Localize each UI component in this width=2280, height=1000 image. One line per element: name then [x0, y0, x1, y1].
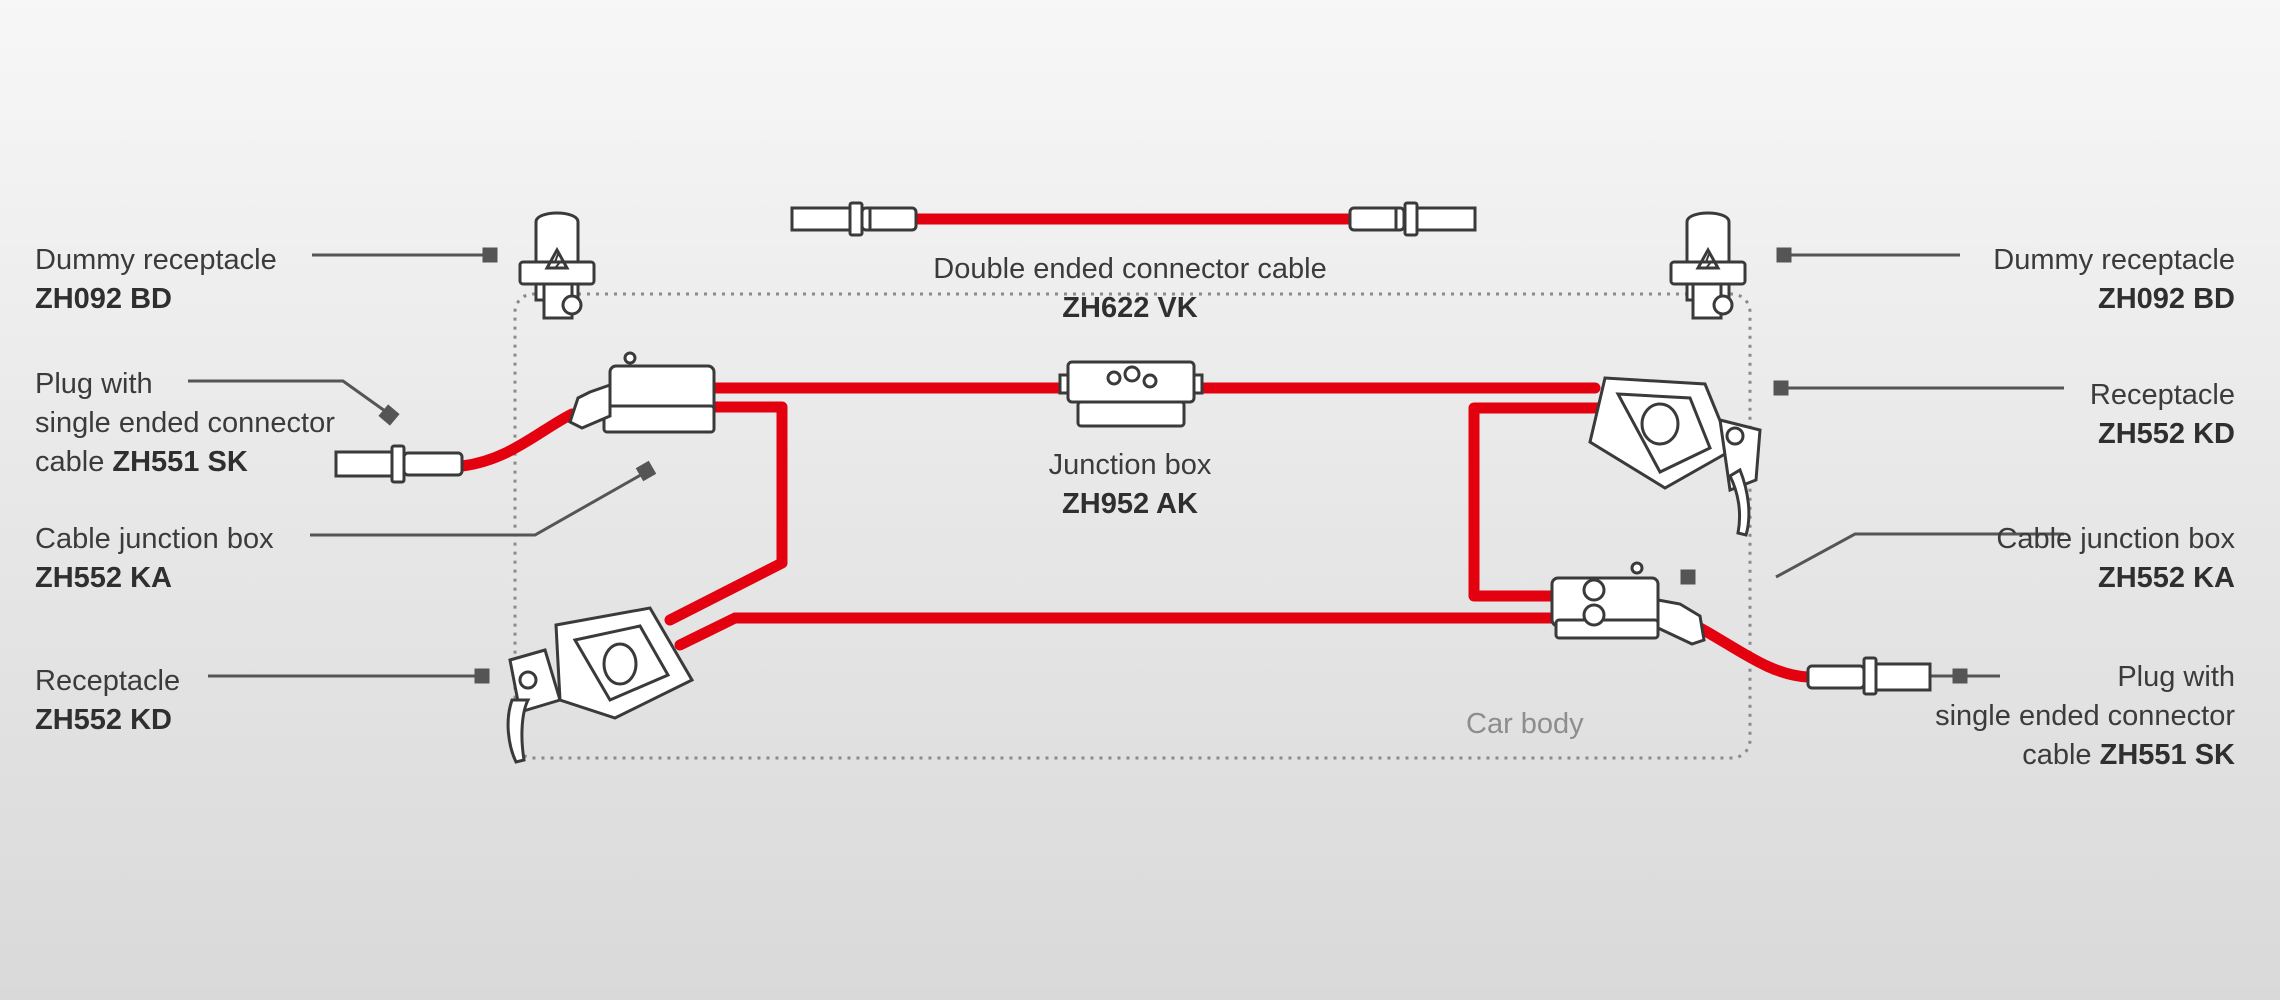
label-cable-junction-box-left: Cable junction box ZH552 KA — [35, 520, 274, 598]
label-line3: cable ZH551 SK — [35, 443, 335, 482]
cable-left-plug-to-jb — [456, 408, 578, 472]
label-car-body: Car body — [1466, 708, 1584, 740]
label-line2: single ended connector — [1935, 700, 2235, 732]
label-name: Receptacle — [2089, 379, 2235, 411]
label-name: Dummy receptacle — [35, 244, 277, 276]
label-name: Double ended connector cable — [933, 253, 1327, 285]
label-line3-prefix: cable — [35, 446, 113, 478]
label-name: Junction box — [1048, 449, 1212, 481]
label-line1: Plug with — [2117, 661, 2235, 693]
label-code: ZH551 SK — [112, 446, 248, 478]
cable-left-jb-to-receptacle-left — [664, 401, 788, 626]
label-code: ZH552 KA — [35, 562, 172, 594]
label-dummy-receptacle-left: Dummy receptacle ZH092 BD — [35, 241, 277, 319]
cable-junction-box-left — [568, 351, 716, 434]
label-code: ZH622 VK — [1062, 292, 1198, 324]
junction-box-center — [1058, 360, 1204, 428]
label-plug-right: Plug with single ended connector cable Z… — [1840, 658, 2235, 775]
plug-left — [334, 444, 464, 484]
label-dummy-receptacle-right: Dummy receptacle ZH092 BD — [1840, 241, 2235, 319]
label-code: ZH092 BD — [2098, 283, 2235, 315]
label-code: ZH552 KA — [2098, 562, 2235, 594]
label-line1: Plug with — [35, 368, 153, 400]
dummy-receptacle-right — [1669, 211, 1747, 320]
receptacle-left — [506, 606, 695, 764]
label-name: Cable junction box — [1996, 523, 2235, 555]
cables — [456, 213, 1814, 683]
label-junction-box: Junction box ZH952 AK — [1000, 446, 1260, 524]
label-cable-junction-box-right: Cable junction box ZH552 KA — [1840, 520, 2235, 598]
double-cable-plug-left — [790, 201, 918, 237]
label-line3-prefix: cable — [2022, 739, 2100, 771]
label-line2: single ended connector — [35, 407, 335, 439]
receptacle-right — [1588, 376, 1762, 537]
label-double-ended-cable: Double ended connector cable ZH622 VK — [900, 250, 1360, 328]
label-name: Receptacle — [35, 665, 181, 697]
label-line3: cable ZH551 SK — [1840, 736, 2235, 775]
leader-lines — [188, 247, 2064, 684]
label-code: ZH552 KD — [35, 704, 172, 736]
double-cable-plug-right — [1348, 201, 1477, 237]
car-body-outline — [513, 292, 1752, 760]
plug-right — [1806, 656, 1932, 696]
label-code: ZH092 BD — [35, 283, 172, 315]
label-receptacle-right: Receptacle ZH552 KD — [1840, 376, 2235, 454]
label-name: Cable junction box — [35, 523, 274, 555]
cable-junction-box-right — [1550, 561, 1706, 646]
cable-receptacle-left-to-right-jb — [674, 612, 1566, 651]
dummy-receptacle-left — [518, 211, 596, 320]
cable-right-receptacle-to-right-jb — [1468, 402, 1606, 602]
cable-right-jb-to-plug — [1694, 622, 1814, 683]
label-code: ZH551 SK — [2099, 739, 2235, 771]
label-code: ZH952 AK — [1062, 488, 1198, 520]
label-code: ZH552 KD — [2098, 418, 2235, 450]
label-name: Dummy receptacle — [1993, 244, 2235, 276]
label-plug-left: Plug with single ended connector cable Z… — [35, 365, 335, 482]
label-receptacle-left: Receptacle ZH552 KD — [35, 662, 180, 740]
